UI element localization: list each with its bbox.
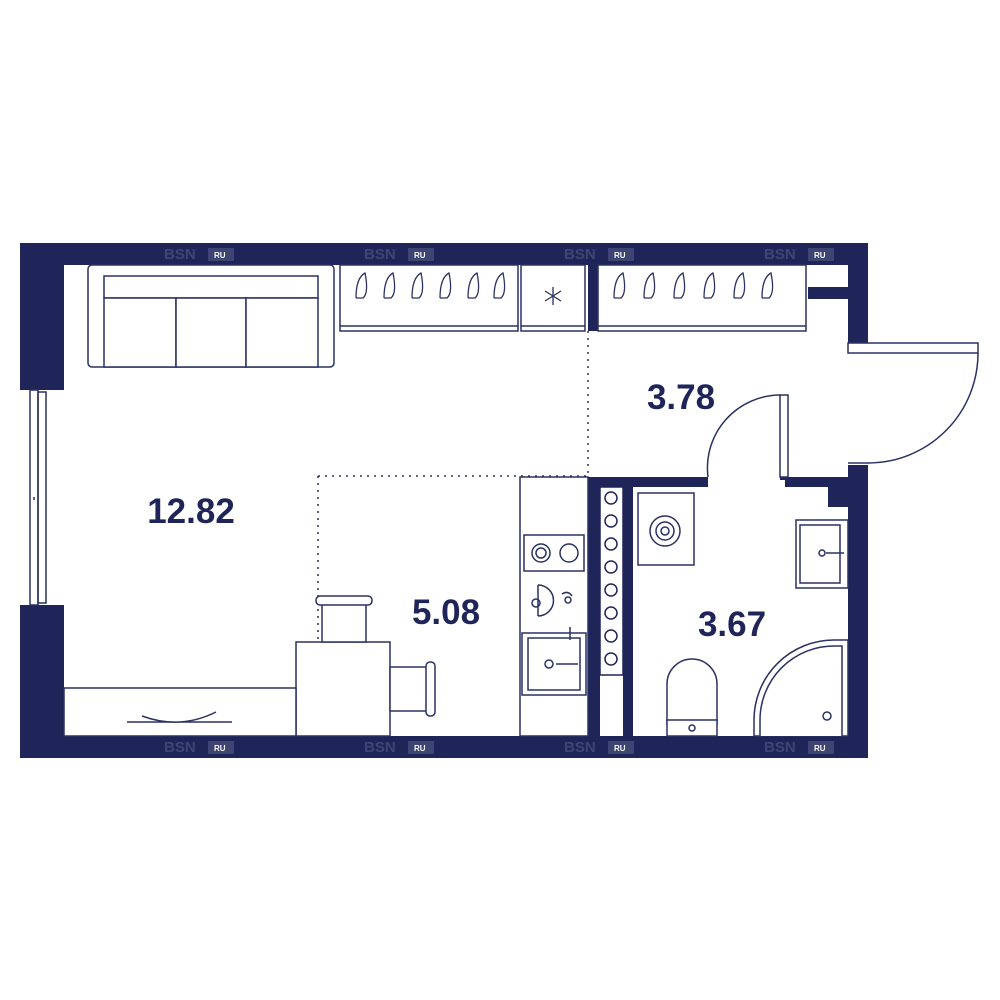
chair-icon xyxy=(389,661,436,717)
watermark-suffix: RU xyxy=(414,744,426,753)
door-swing-icon xyxy=(706,394,789,478)
watermark-suffix: RU xyxy=(814,744,826,753)
room-area-hallway: 3.78 xyxy=(647,378,715,417)
sofa-icon xyxy=(87,264,335,368)
fridge-snowflake-icon xyxy=(520,264,586,332)
washing-machine-icon xyxy=(637,492,695,566)
watermark-brand: BSN xyxy=(564,246,596,263)
window-icon xyxy=(29,389,47,606)
watermark-brand: BSN xyxy=(164,246,196,263)
wardrobe-icon xyxy=(339,264,519,332)
watermark-brand: BSN xyxy=(164,739,196,756)
watermark-brand: BSN xyxy=(764,739,796,756)
appliance-icon xyxy=(531,584,573,617)
zone-divider xyxy=(317,331,589,736)
watermark-suffix: RU xyxy=(214,744,226,753)
desk-icon xyxy=(63,687,297,737)
radiator-icon xyxy=(599,486,624,676)
watermark-suffix: RU xyxy=(814,251,826,260)
shower-icon xyxy=(753,639,849,737)
watermark-brand: BSN xyxy=(364,246,396,263)
watermark-suffix: RU xyxy=(614,744,626,753)
watermark-brand: BSN xyxy=(564,739,596,756)
table-icon xyxy=(295,641,391,737)
stove-icon xyxy=(523,534,585,572)
watermark-bottom: BSN RU BSN RU BSN RU BSN RU xyxy=(164,739,834,756)
watermark-brand: BSN xyxy=(364,739,396,756)
sink-icon xyxy=(795,519,849,589)
sink-icon xyxy=(521,627,587,696)
room-area-bathroom: 3.67 xyxy=(698,605,766,644)
watermark-top: BSN RU BSN RU BSN RU BSN RU xyxy=(164,246,834,263)
kitchen-counter xyxy=(519,476,589,737)
watermark-suffix: RU xyxy=(214,251,226,260)
room-area-kitchen: 5.08 xyxy=(412,593,480,632)
room-labels: 12.82 5.08 3.78 3.67 xyxy=(147,378,766,644)
toilet-icon xyxy=(666,658,718,737)
chair-icon xyxy=(315,595,373,643)
watermark-suffix: RU xyxy=(414,251,426,260)
watermark-suffix: RU xyxy=(614,251,626,260)
room-area-living: 12.82 xyxy=(147,492,235,531)
wardrobe-icon xyxy=(597,264,807,332)
door-swing-icon xyxy=(847,342,979,464)
watermark-brand: BSN xyxy=(764,246,796,263)
